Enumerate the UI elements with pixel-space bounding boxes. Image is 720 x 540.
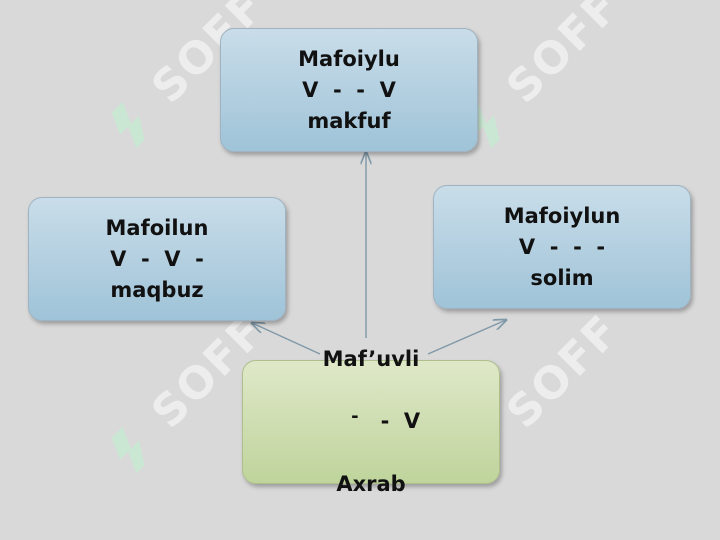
node-name: Mafoiylun [503, 203, 621, 228]
node-name: Mafoilun [105, 215, 209, 240]
node-pattern-part-a: - [351, 406, 359, 427]
arrow-to-left [252, 323, 321, 355]
node-pattern: V - V - [110, 246, 204, 271]
node-mafoilun: Mafoilun V - V - maqbuz [28, 197, 286, 321]
node-mafoiylu: Mafoiylu V - - V makfuf [220, 28, 478, 152]
node-type: makfuf [307, 108, 391, 133]
node-type: solim [530, 265, 594, 290]
node-mafoiylun: Mafoiylun V - - - solim [433, 185, 691, 309]
node-type: Axrab [336, 472, 406, 496]
node-name: Maf’uvli [322, 347, 420, 371]
node-pattern: -- V [322, 375, 420, 469]
node-pattern-part-b: - V [380, 409, 421, 433]
node-pattern: V - - V [302, 77, 396, 102]
node-name: Mafoiylu [298, 46, 400, 71]
node-pattern: V - - - [518, 234, 606, 259]
arrow-to-right [427, 320, 506, 355]
node-type: maqbuz [110, 277, 204, 302]
node-mafuvli: Maf’uvli -- V Axrab [242, 347, 500, 496]
